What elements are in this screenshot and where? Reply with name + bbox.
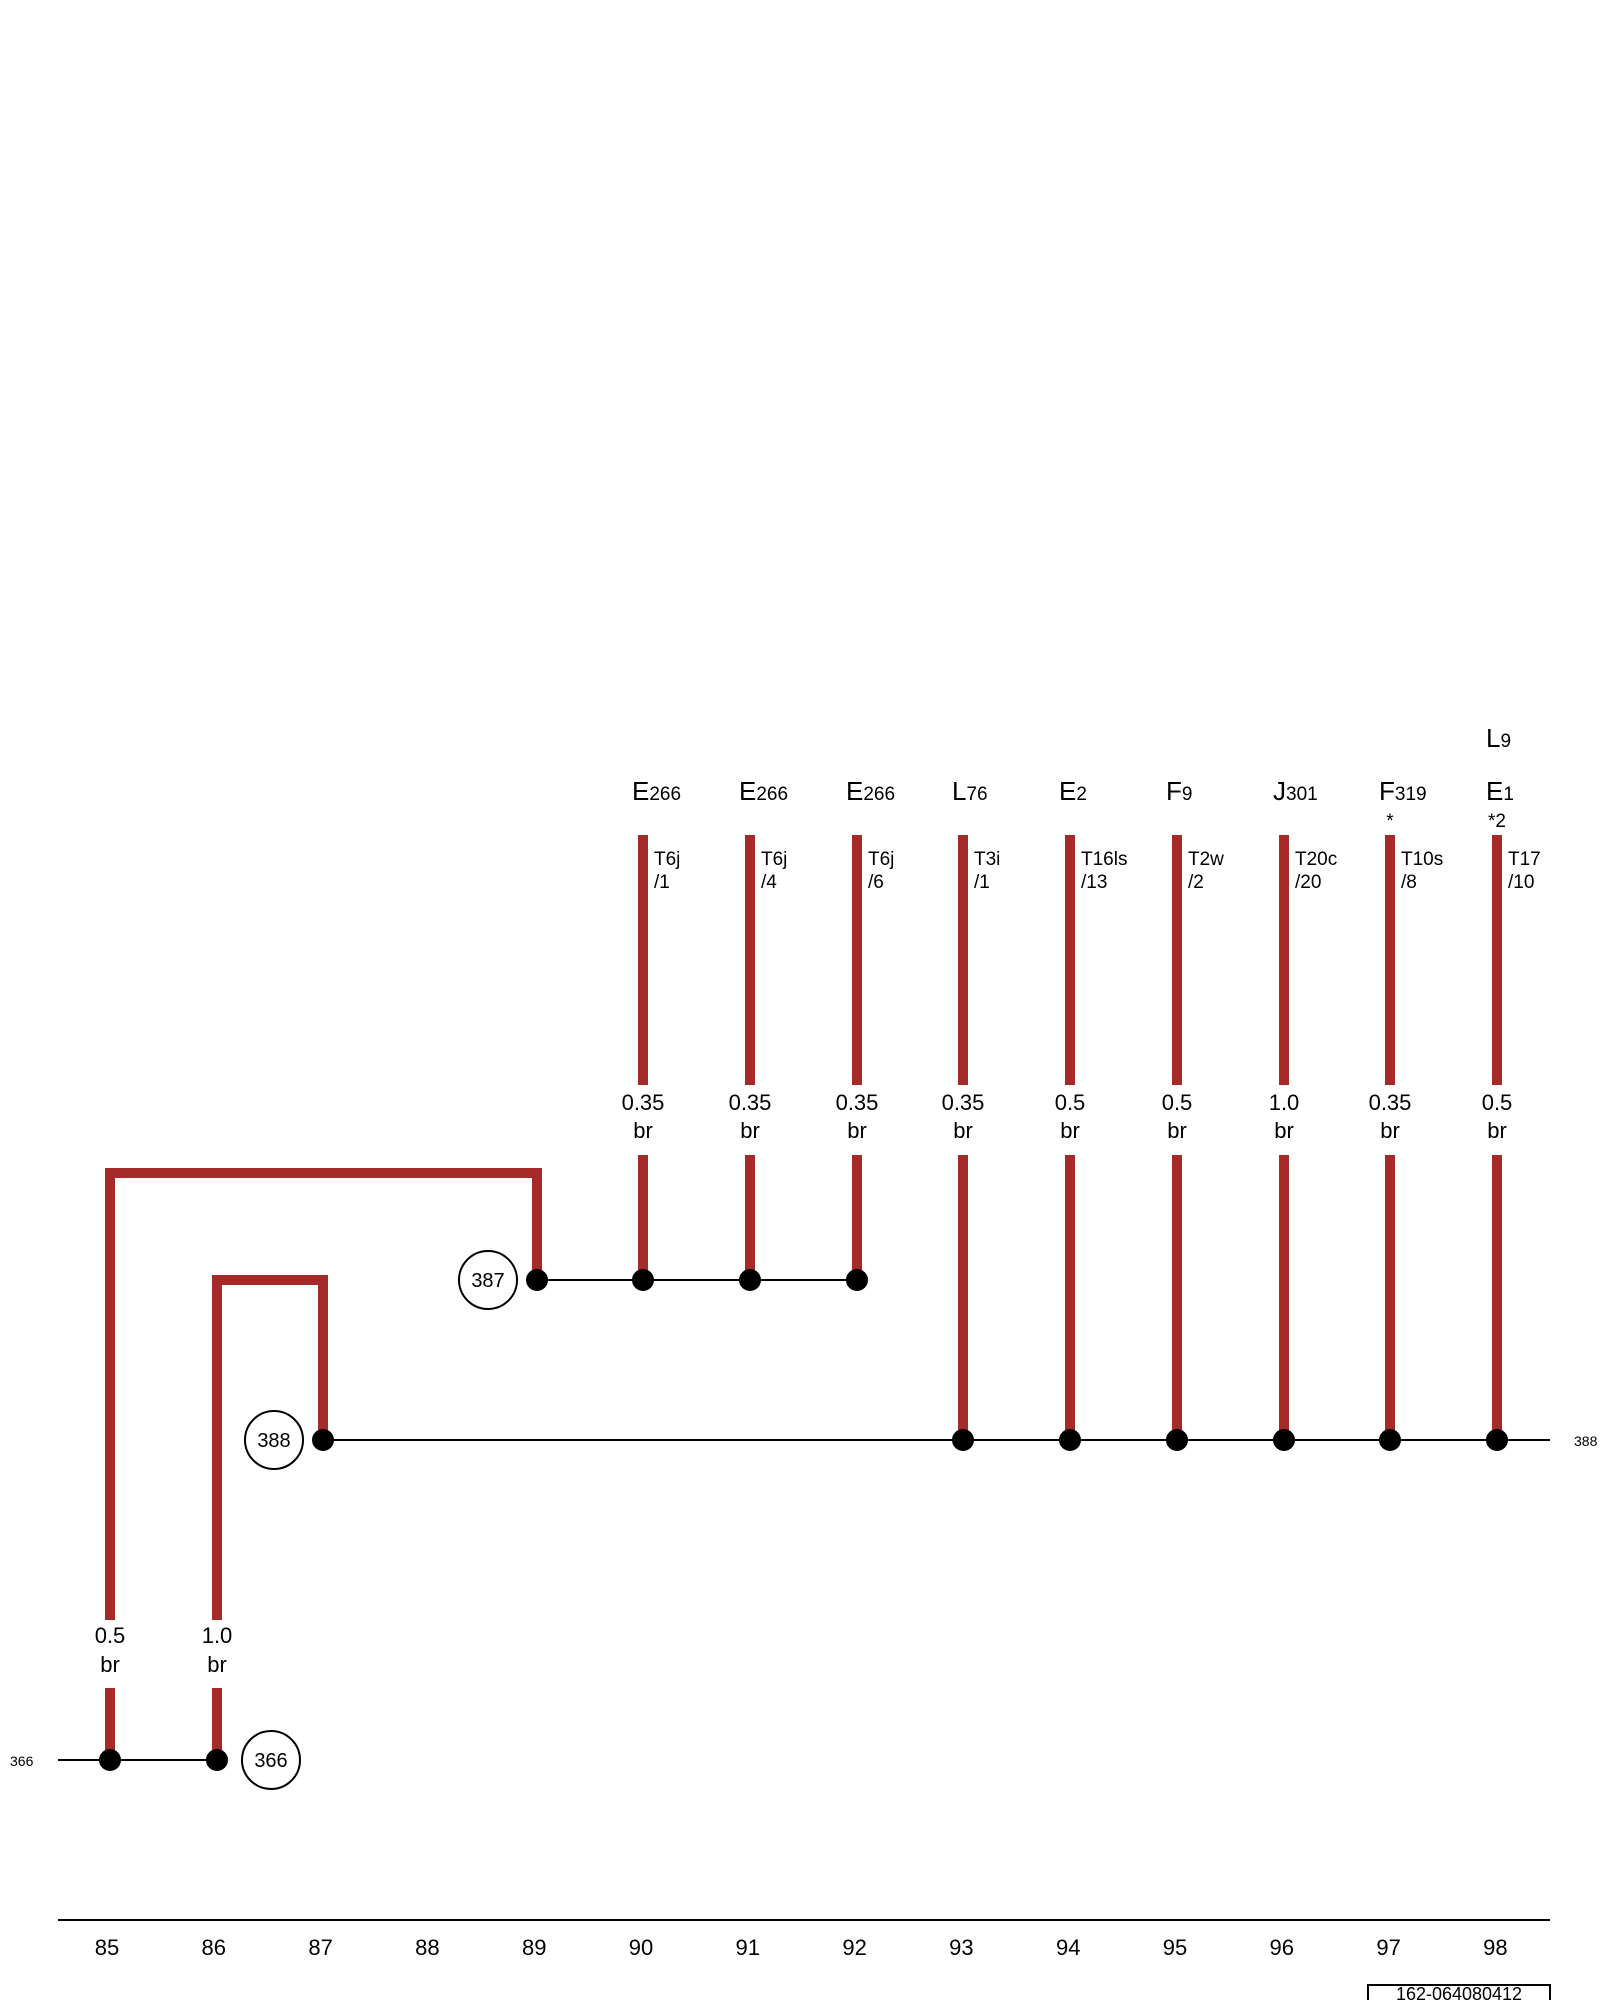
junction-dot: [1166, 1429, 1188, 1451]
grid-number: 91: [736, 1935, 760, 1960]
junction-dot: [1273, 1429, 1295, 1451]
junction-dot: [206, 1749, 228, 1771]
wire-color-code: br: [1274, 1118, 1294, 1143]
component-label: J301: [1273, 776, 1318, 806]
connector-pin: /8: [1401, 872, 1417, 893]
connector-name: T10s: [1401, 849, 1443, 870]
ground-point-388-ring: [244, 1410, 304, 1470]
wire-size: 0.5: [1055, 1090, 1086, 1115]
ground-point-387-ring: [458, 1250, 518, 1310]
component-label: L76: [952, 776, 988, 806]
connector-name: T17: [1508, 849, 1541, 870]
ground-point-366-ring: [241, 1730, 301, 1790]
connector-pin: /2: [1188, 872, 1204, 893]
connector-pin: /6: [868, 872, 884, 893]
wire-366-to-387: [105, 1168, 542, 1620]
component-label: F319: [1379, 776, 1427, 806]
junction-dot: [1486, 1429, 1508, 1451]
ground-point-388-label: 388: [257, 1430, 290, 1452]
edge-ref-left-366: 366: [10, 1753, 34, 1769]
lower-spec-size-86: 1.0: [202, 1623, 233, 1648]
junction-dot: [952, 1429, 974, 1451]
drawing-id: 162-064080412: [1396, 1984, 1522, 2000]
edge-ref-right-388: 388: [1574, 1433, 1598, 1449]
connector-name: T3i: [974, 849, 1000, 870]
wire-color-code: br: [1380, 1118, 1400, 1143]
wire-size: 0.5: [1482, 1090, 1513, 1115]
wire-color-code: br: [633, 1118, 653, 1143]
grid-number: 85: [95, 1935, 119, 1960]
junction-dot: [1379, 1429, 1401, 1451]
connector-pin: /10: [1508, 872, 1534, 893]
connector-pin: /20: [1295, 872, 1321, 893]
connector-pin: /13: [1081, 872, 1107, 893]
wire-size: 0.35: [729, 1090, 772, 1115]
wire-366-to-388: [212, 1275, 328, 1620]
grid-number: 90: [629, 1935, 653, 1960]
grid-number: 87: [308, 1935, 332, 1960]
ground-point-387-label: 387: [471, 1270, 504, 1292]
connector-name: T6j: [868, 849, 894, 870]
lower-spec-color-86: br: [207, 1652, 227, 1677]
junction-dot: [1059, 1429, 1081, 1451]
wire-color-code: br: [1167, 1118, 1187, 1143]
ground-point-366-label: 366: [254, 1750, 287, 1772]
component-label: E2: [1059, 776, 1087, 806]
component-mark: *2: [1488, 811, 1506, 832]
junction-dot: [312, 1429, 334, 1451]
junction-dot: [632, 1269, 654, 1291]
grid-number: 94: [1056, 1935, 1080, 1960]
connector-pin: /4: [761, 872, 777, 893]
wire-color-code: br: [953, 1118, 973, 1143]
wire-size: 0.35: [942, 1090, 985, 1115]
grid-number: 96: [1270, 1935, 1294, 1960]
component-label: E266: [846, 776, 895, 806]
grid-number: 95: [1163, 1935, 1187, 1960]
wire-size: 0.35: [836, 1090, 879, 1115]
lower-spec-size-85: 0.5: [95, 1623, 126, 1648]
junction-dot: [526, 1269, 548, 1291]
connector-name: T6j: [761, 849, 787, 870]
component-label: F9: [1166, 776, 1192, 806]
connector-pin: /1: [654, 872, 670, 893]
wire-size: 0.35: [622, 1090, 665, 1115]
wire-size: 0.35: [1369, 1090, 1412, 1115]
connector-pin: /1: [974, 872, 990, 893]
component-label: E266: [739, 776, 788, 806]
grid-number: 86: [202, 1935, 226, 1960]
junction-dot: [739, 1269, 761, 1291]
wire-color-code: br: [1060, 1118, 1080, 1143]
grid-number: 88: [415, 1935, 439, 1960]
wire-color-code: br: [1487, 1118, 1507, 1143]
grid-number: 97: [1376, 1935, 1400, 1960]
component-label: E1: [1486, 776, 1514, 806]
wire-size: 0.5: [1162, 1090, 1193, 1115]
connector-name: T20c: [1295, 849, 1337, 870]
junction-dot: [846, 1269, 868, 1291]
wire-color-code: br: [847, 1118, 867, 1143]
wire-size: 1.0: [1269, 1090, 1300, 1115]
component-mark: *: [1386, 811, 1394, 832]
lower-spec-color-85: br: [100, 1652, 120, 1677]
junction-dot: [99, 1749, 121, 1771]
component-label-extra: L9: [1486, 723, 1511, 753]
grid-number: 92: [842, 1935, 866, 1960]
drawing-id-box: [1367, 1984, 1551, 2000]
component-label: E266: [632, 776, 681, 806]
connector-name: T2w: [1188, 849, 1224, 870]
wire-color-code: br: [740, 1118, 760, 1143]
connector-name: T16ls: [1081, 849, 1127, 870]
grid-number: 98: [1483, 1935, 1507, 1960]
connector-name: T6j: [654, 849, 680, 870]
grid-number: 89: [522, 1935, 546, 1960]
grid-number: 93: [949, 1935, 973, 1960]
grid-numbers: 85 86 87 88 89 90 91 92 93 94 95 96 97 98: [95, 1935, 1508, 1960]
